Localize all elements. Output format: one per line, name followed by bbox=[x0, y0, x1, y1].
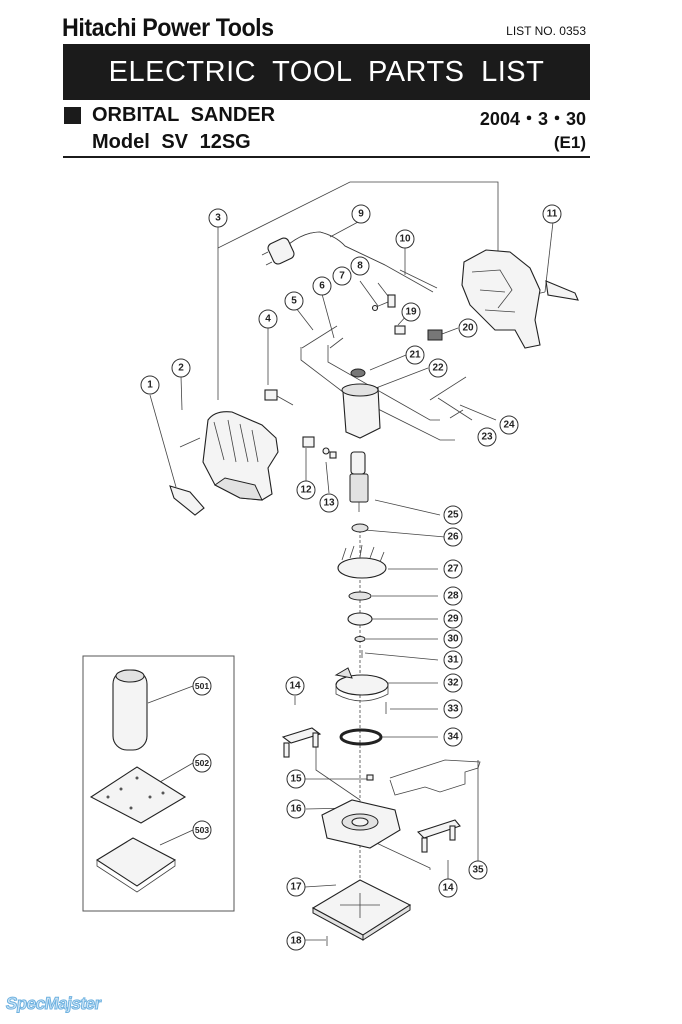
callout-20: 20 bbox=[458, 318, 478, 338]
callout-502: 502 bbox=[192, 753, 212, 773]
watermark-logo: SpecMajster bbox=[4, 994, 103, 1014]
callout-15: 15 bbox=[286, 769, 306, 789]
callout-9: 9 bbox=[351, 204, 371, 224]
callout-24: 24 bbox=[499, 415, 519, 435]
callout-22: 22 bbox=[428, 358, 448, 378]
svg-text:4: 4 bbox=[265, 314, 271, 325]
callout-16: 16 bbox=[286, 799, 306, 819]
svg-text:15: 15 bbox=[290, 774, 302, 785]
brand-title: Hitachi Power Tools bbox=[62, 14, 274, 42]
callout-2: 2 bbox=[171, 358, 191, 378]
svg-text:21: 21 bbox=[409, 350, 421, 361]
svg-text:35: 35 bbox=[472, 865, 484, 876]
svg-text:501: 501 bbox=[195, 681, 209, 691]
callout-28: 28 bbox=[443, 586, 463, 606]
svg-text:23: 23 bbox=[481, 432, 493, 443]
callout-503: 503 bbox=[192, 820, 212, 840]
callout-10: 10 bbox=[395, 229, 415, 249]
callout-30: 30 bbox=[443, 629, 463, 649]
callout-6: 6 bbox=[312, 276, 332, 296]
svg-text:6: 6 bbox=[319, 281, 325, 292]
list-number: LIST NO. 0353 bbox=[506, 24, 586, 38]
callout-11: 11 bbox=[542, 204, 562, 224]
svg-text:502: 502 bbox=[195, 758, 209, 768]
svg-text:12: 12 bbox=[300, 485, 312, 496]
callout-31: 31 bbox=[443, 650, 463, 670]
svg-text:14: 14 bbox=[442, 883, 454, 894]
svg-text:29: 29 bbox=[447, 614, 459, 625]
callout-34: 34 bbox=[443, 727, 463, 747]
callout-13: 13 bbox=[319, 493, 339, 513]
svg-text:1: 1 bbox=[147, 380, 153, 391]
svg-text:18: 18 bbox=[290, 936, 302, 947]
callout-35: 35 bbox=[468, 860, 488, 880]
svg-text:22: 22 bbox=[432, 363, 444, 374]
svg-text:20: 20 bbox=[462, 323, 474, 334]
svg-text:34: 34 bbox=[447, 732, 459, 743]
callout-labels: 1 2 3 4 5 6 7 8 9 10 11 12 13 14 14 15 1… bbox=[140, 204, 562, 951]
callout-501: 501 bbox=[192, 676, 212, 696]
callout-23: 23 bbox=[477, 427, 497, 447]
callout-7: 7 bbox=[332, 266, 352, 286]
svg-text:32: 32 bbox=[447, 678, 459, 689]
svg-text:2: 2 bbox=[178, 363, 184, 374]
header-rule bbox=[63, 156, 590, 158]
svg-text:17: 17 bbox=[290, 882, 302, 893]
callout-32: 32 bbox=[443, 673, 463, 693]
callout-4: 4 bbox=[258, 309, 278, 329]
svg-text:30: 30 bbox=[447, 634, 459, 645]
part-illustrations bbox=[82, 231, 579, 946]
callout-8: 8 bbox=[350, 256, 370, 276]
svg-text:7: 7 bbox=[339, 271, 345, 282]
callout-29: 29 bbox=[443, 609, 463, 629]
svg-text:19: 19 bbox=[405, 307, 417, 318]
callout-18: 18 bbox=[286, 931, 306, 951]
svg-text:9: 9 bbox=[358, 209, 364, 220]
svg-text:10: 10 bbox=[399, 234, 411, 245]
svg-text:27: 27 bbox=[447, 564, 459, 575]
svg-text:31: 31 bbox=[447, 655, 459, 666]
svg-text:503: 503 bbox=[195, 825, 209, 835]
callout-1: 1 bbox=[140, 375, 160, 395]
svg-text:25: 25 bbox=[447, 510, 459, 521]
callout-21: 21 bbox=[405, 345, 425, 365]
model-name: Model SV 12SG bbox=[92, 131, 251, 153]
parts-list-banner: ELECTRIC TOOL PARTS LIST bbox=[63, 44, 590, 100]
svg-text:33: 33 bbox=[447, 704, 459, 715]
svg-text:5: 5 bbox=[291, 296, 297, 307]
callout-14-right: 14 bbox=[438, 878, 458, 898]
svg-text:16: 16 bbox=[290, 804, 302, 815]
svg-text:24: 24 bbox=[503, 420, 515, 431]
product-name: ORBITAL SANDER bbox=[92, 104, 276, 126]
svg-text:11: 11 bbox=[547, 209, 558, 220]
callout-27: 27 bbox=[443, 559, 463, 579]
callout-14-left: 14 bbox=[285, 676, 305, 696]
region-code: (E1) bbox=[553, 133, 586, 152]
svg-text:26: 26 bbox=[447, 532, 459, 543]
callout-3: 3 bbox=[208, 208, 228, 228]
callout-33: 33 bbox=[443, 699, 463, 719]
svg-text:13: 13 bbox=[323, 498, 335, 509]
callout-19: 19 bbox=[401, 302, 421, 322]
bullet-square-icon bbox=[64, 107, 81, 124]
callout-12: 12 bbox=[296, 480, 316, 500]
svg-text:14: 14 bbox=[289, 681, 301, 692]
svg-text:8: 8 bbox=[357, 261, 363, 272]
callout-5: 5 bbox=[284, 291, 304, 311]
callout-25: 25 bbox=[443, 505, 463, 525]
callout-26: 26 bbox=[443, 527, 463, 547]
svg-text:3: 3 bbox=[215, 213, 221, 224]
list-date: 2004・3・30 bbox=[479, 109, 586, 129]
svg-text:28: 28 bbox=[447, 591, 459, 602]
callout-17: 17 bbox=[286, 877, 306, 897]
